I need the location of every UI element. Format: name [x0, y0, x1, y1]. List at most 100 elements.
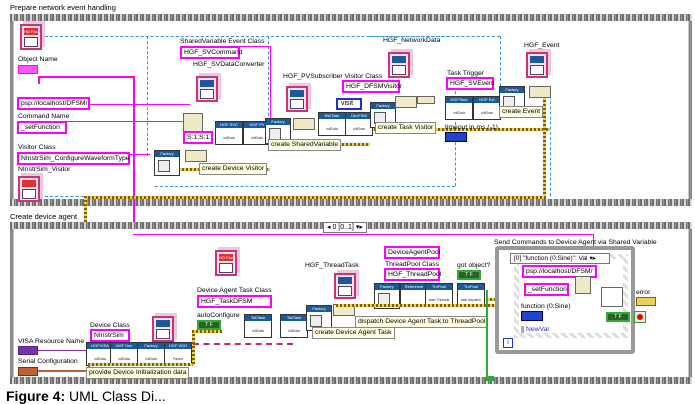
sv-data-converter-class-icon[interactable] — [196, 76, 218, 102]
serial-label: Serial Configuration — [18, 358, 78, 365]
hgf-vdo-class-icon[interactable] — [152, 316, 174, 342]
factory-node[interactable]: Factory initData — [137, 342, 165, 366]
node-header: Factory — [155, 151, 179, 157]
pv-subscriber-class-icon[interactable] — [286, 86, 308, 112]
nw-task-init-node[interactable]: NWTask initData — [318, 112, 346, 136]
wire-string — [90, 104, 190, 105]
class-header: HD Fac — [24, 28, 38, 35]
node-header: TskTask — [281, 315, 307, 321]
visit-ring[interactable]: visit — [336, 98, 362, 110]
unbundle-node[interactable] — [417, 96, 435, 104]
figure-caption: Figure 4: UML Class Di... — [6, 388, 166, 404]
pv-subscriber-constant[interactable]: HGF_DFSMVisitor — [342, 80, 402, 93]
class-body — [200, 89, 214, 99]
wire-string — [133, 76, 135, 226]
hgf-dev-node[interactable]: HGF Dev initData — [110, 342, 138, 366]
wire-string — [133, 234, 593, 235]
start-threads-node[interactable]: ThrPool start Threads — [425, 283, 453, 307]
sv-event-class-constant[interactable]: HGF_SVCommand — [180, 46, 243, 59]
node-header: DevFSM — [346, 113, 372, 119]
format-constant[interactable]: S:1;S:1 — [183, 131, 213, 144]
function-control[interactable] — [521, 311, 543, 321]
device-class-label: Device Class — [90, 322, 130, 329]
node-subtitle: initData — [94, 357, 106, 361]
object-name-control[interactable] — [18, 65, 38, 74]
hgf-time-init-node[interactable]: HGFTime initData — [445, 96, 473, 120]
task-trigger-constant[interactable]: HGF_SVEvent — [446, 77, 495, 90]
build-path-node[interactable] — [575, 276, 591, 294]
newval-label: NewVal — [521, 326, 549, 333]
write-shared-variable-node[interactable] — [601, 287, 623, 307]
stop-constant[interactable]: T F — [606, 312, 630, 322]
inner-command-constant[interactable]: _setFunction — [524, 283, 569, 296]
note-provide-init-data: provide Device Initialization data — [86, 367, 190, 379]
visa-control[interactable] — [18, 346, 38, 355]
serial-config-control[interactable] — [18, 367, 38, 376]
hgf-event-init-node[interactable]: HGF Evt initData — [473, 96, 501, 120]
network-data-class-icon[interactable] — [388, 52, 410, 78]
hgf-task-node[interactable]: TskTask initData — [244, 314, 272, 338]
wire-object — [336, 304, 501, 307]
node-header: TskTask — [245, 315, 271, 321]
auto-configure-control[interactable]: T F — [197, 320, 221, 330]
task-class-constant[interactable]: HGF_TaskDFSM — [197, 295, 272, 308]
task-init-node[interactable]: TskTask initData — [280, 314, 308, 338]
thread-task-class-icon[interactable] — [334, 273, 356, 299]
bundle-node[interactable] — [395, 96, 417, 108]
ninstrsim-visitor-class-icon[interactable] — [18, 176, 40, 202]
factory-node[interactable]: Factory — [306, 305, 332, 331]
bundle-node[interactable] — [529, 86, 551, 98]
timeout-label: timeout in ms (-1) — [445, 124, 498, 131]
visitor-class-label: Visitor Class — [18, 144, 56, 151]
film-strip — [10, 377, 692, 384]
command-name-constant[interactable]: _setFunction — [17, 121, 67, 134]
node-header: HGFTime — [446, 97, 472, 103]
bundle-node[interactable] — [185, 150, 207, 162]
wire-class — [45, 36, 450, 37]
node-subtitle: initData — [453, 111, 465, 115]
send-commands-label: Send Commands to Device Agent via Shared… — [494, 239, 657, 246]
wire-string — [593, 234, 594, 254]
pv-subscriber-label: HGF_PVSubscriber Visitor Class — [283, 73, 383, 80]
wire-boolean — [486, 376, 494, 381]
inner-case-selector[interactable]: [0] "function (0:Sine)": Val ▾▸ — [510, 253, 610, 264]
reference-node[interactable]: Reference — [400, 283, 428, 307]
wire-cluster — [38, 370, 88, 372]
top-sequence-frame[interactable] — [10, 14, 692, 206]
visa-label: VISA Resource Name — [18, 338, 85, 345]
visitor-class-constant[interactable]: NInstrSim_ConfigureWaveformType — [17, 152, 130, 165]
node-header: HGF Evt — [474, 97, 500, 103]
threadpool-class-constant[interactable]: HGF_ThreadPool — [384, 268, 441, 281]
stop-terminal[interactable] — [634, 311, 646, 323]
class-header — [200, 80, 214, 87]
sv-event-class-label: SharedVariable Event Class — [180, 38, 265, 45]
node-subtitle: initData — [353, 127, 365, 131]
hd-factory-class-icon-2[interactable]: HD Fac — [215, 250, 237, 276]
factory-node[interactable]: Factory — [154, 150, 180, 176]
bundle-node[interactable] — [293, 118, 315, 130]
sv-converter-init-node[interactable]: HGF SVC initData — [215, 121, 243, 145]
dev-fsm-init-node[interactable]: DevFSM initData — [345, 112, 373, 136]
note-create-device-visitor: create Device Visitor — [199, 163, 268, 175]
wire-object — [543, 96, 546, 196]
timeout-control[interactable] — [445, 132, 467, 142]
wire-object — [192, 330, 195, 365]
hgf-vdo-param-node[interactable]: HGF VDO Param — [164, 342, 192, 366]
hd-factory-class-icon[interactable]: HD Fac — [20, 24, 42, 50]
device-agent-pool-constant[interactable]: DeviceAgentPool — [384, 246, 440, 259]
case-selector[interactable]: ◂ 0 [0..1] ▾▸ — [323, 222, 367, 233]
class-body — [22, 189, 36, 199]
device-class-constant[interactable]: NInstrSim — [90, 329, 130, 342]
url-constant[interactable]: psp://localhost/DFSM/ — [17, 97, 90, 110]
thread-task-label: HGF_ThreadTask — [305, 262, 359, 269]
event-class-icon[interactable] — [526, 52, 548, 78]
object-name-label: Object Name — [18, 56, 58, 63]
node-header: Factory — [371, 103, 395, 109]
error-label: error — [636, 289, 651, 296]
iteration-terminal: i — [503, 338, 513, 348]
wire-string — [130, 154, 150, 155]
node-subtitle: initData — [481, 111, 493, 115]
class-body — [392, 65, 406, 75]
note-create-event: create Event — [499, 106, 544, 118]
inner-url-constant[interactable]: psp://localhost/DFSM/ — [522, 265, 597, 278]
